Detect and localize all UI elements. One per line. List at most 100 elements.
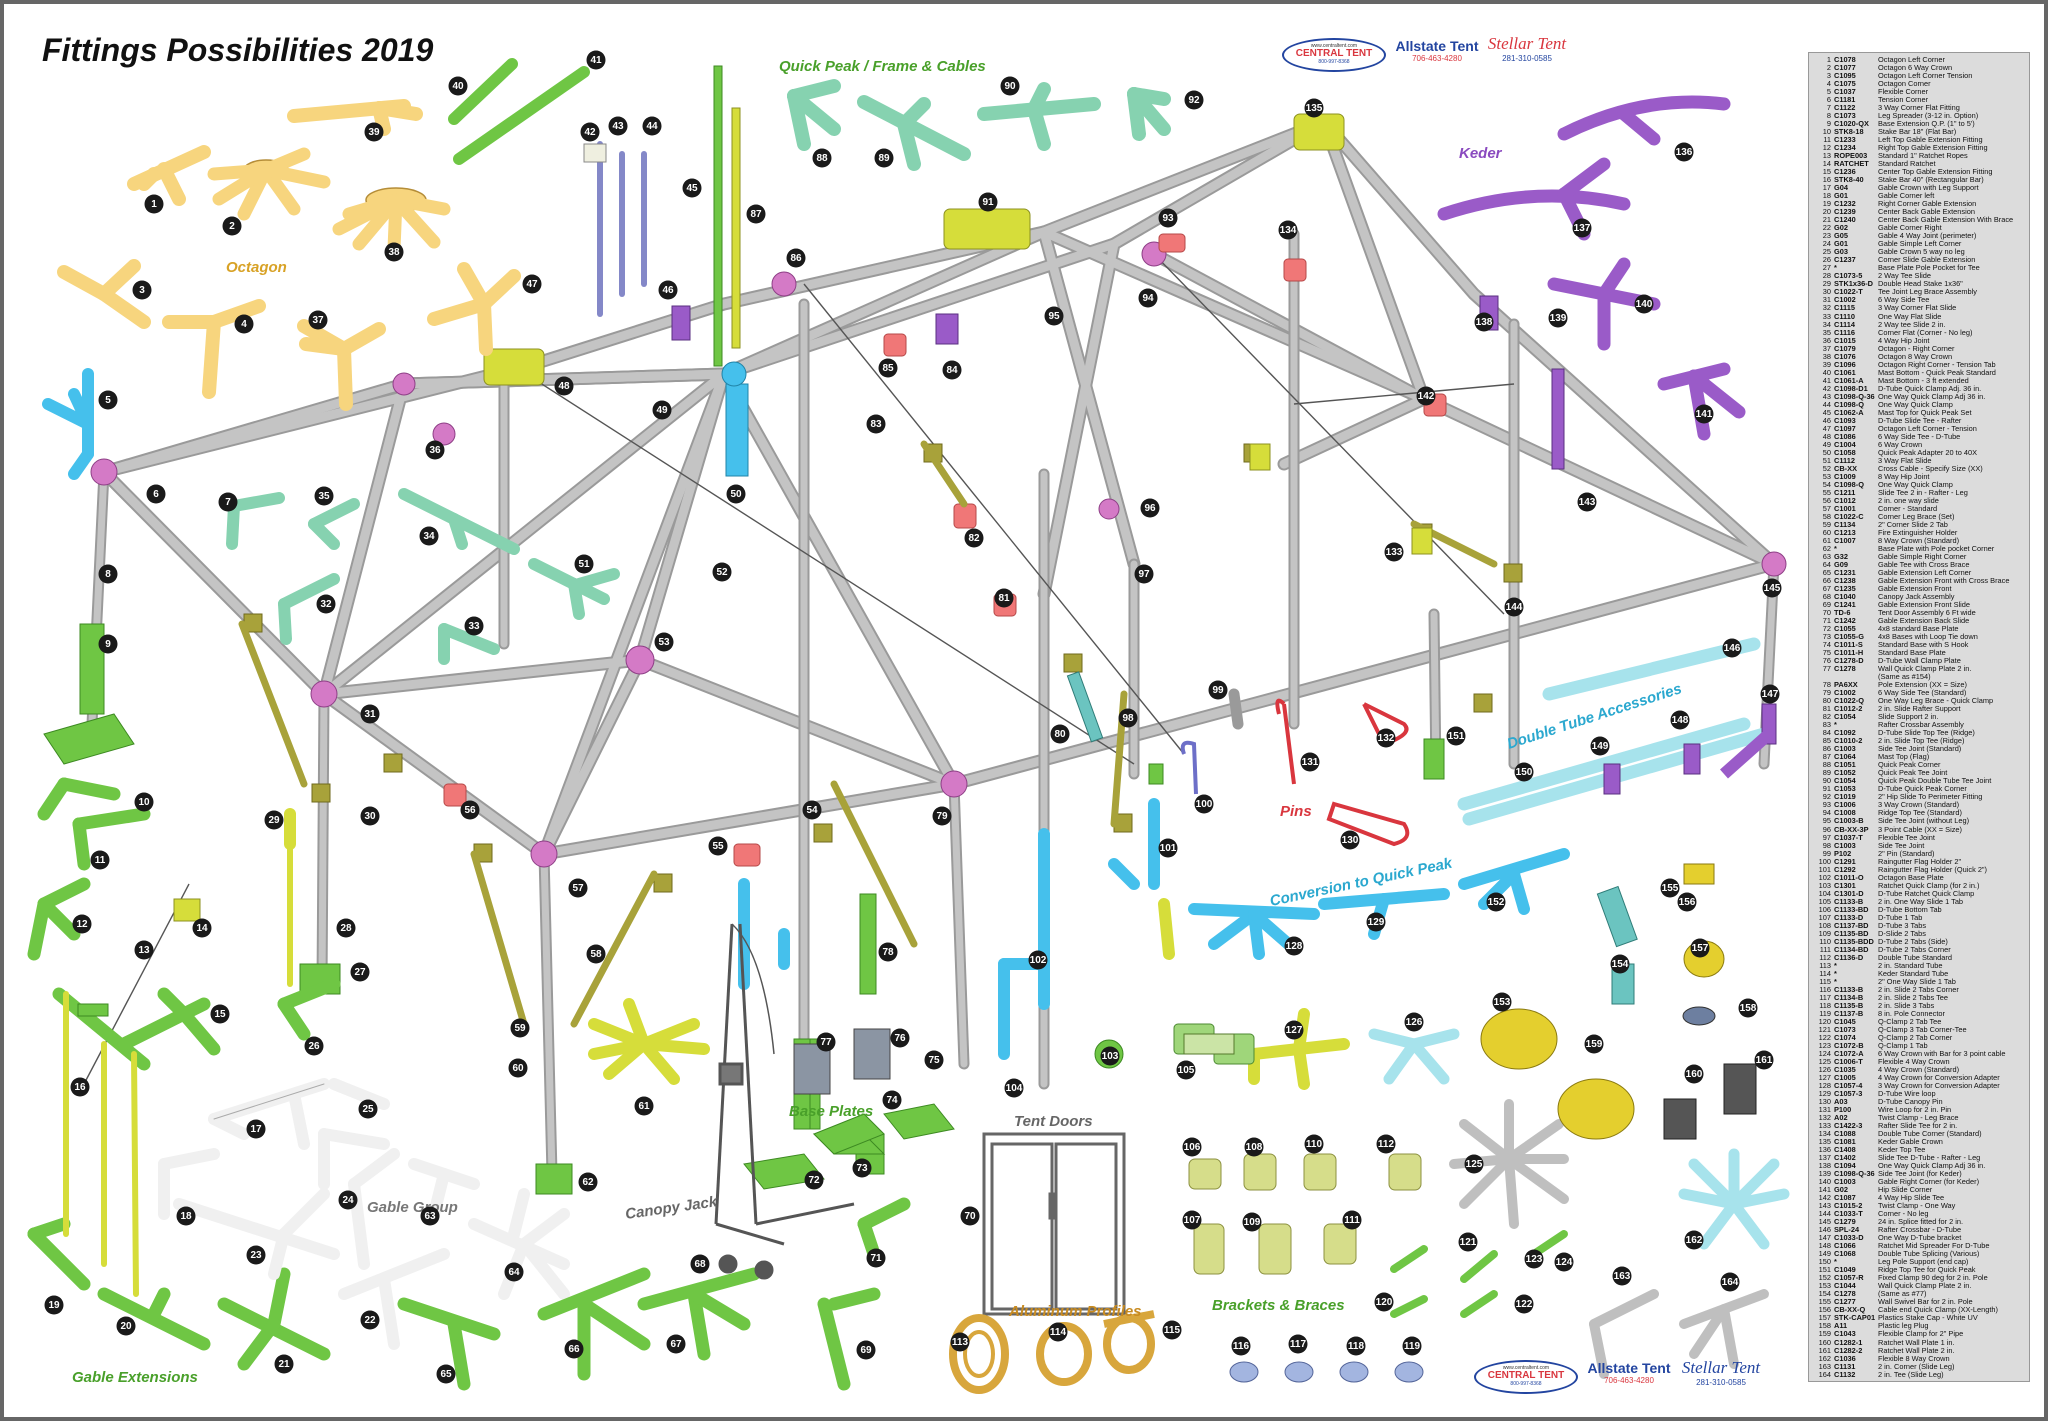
legend-description: Corner Flat (Corner - No leg): [1878, 328, 1973, 337]
legend-number: 47: [1822, 423, 1831, 433]
legend-number: 15: [1822, 167, 1831, 177]
part-badge-number: 116: [1233, 1341, 1250, 1352]
part-badge: 108: [1244, 1137, 1264, 1157]
stellar-tent-logo-bottom: Stellar Tent 281-310-0585: [1676, 1358, 1766, 1387]
part-badge-number: 56: [464, 805, 476, 816]
legend-number: 5: [1826, 87, 1831, 97]
legend-code: C1279: [1834, 1218, 1856, 1227]
legend-code: C1036: [1834, 1354, 1856, 1363]
stellar-tent-phone-bottom: 281-310-0585: [1696, 1378, 1746, 1387]
legend-description: D-Tube Ratchet Quick Clamp: [1878, 889, 1975, 898]
legend-description: Mast Bottom - 3 ft extended: [1878, 376, 1969, 385]
part-badge: 59: [510, 1018, 530, 1038]
part-badge-circle: [1612, 1266, 1632, 1286]
legend-code: C1402: [1834, 1154, 1856, 1163]
part-badge: 116: [1231, 1336, 1251, 1356]
legend-code: C1213: [1834, 528, 1856, 537]
part-badge-circle: [1304, 98, 1324, 118]
part-badge-number: 35: [318, 491, 330, 502]
part-badge: 123: [1524, 1249, 1544, 1269]
part-badge-circle: [222, 216, 242, 236]
legend-code: C1006: [1834, 801, 1856, 810]
legend-description: 4x8 Bases with Loop Tie down: [1878, 633, 1978, 642]
part-badge-number: 147: [1762, 689, 1779, 700]
part-badge: 19: [44, 1295, 64, 1315]
legend-description: Stake Bar 18" (Flat Bar): [1878, 128, 1957, 137]
legend-code: C1135-BDD: [1834, 937, 1874, 946]
part-badge-number: 151: [1448, 731, 1465, 742]
part-badge: 69: [856, 1340, 876, 1360]
part-badge: 88: [812, 148, 832, 168]
part-badge: 32: [316, 594, 336, 614]
part-badge-circle: [586, 944, 606, 964]
green-clamps: [1390, 1230, 1568, 1318]
legend-number: 3: [1826, 71, 1831, 81]
legend-number: 117: [1819, 992, 1831, 1002]
part-badge: 76: [890, 1028, 910, 1048]
part-badge-number: 163: [1614, 1271, 1631, 1282]
legend-description: Right Top Gable Extension Fitting: [1878, 144, 1988, 153]
legend-code: C1132: [1834, 1370, 1856, 1379]
part-badge-circle: [1572, 218, 1592, 238]
part-badge: 8: [98, 564, 118, 584]
legend-description: 2 Way Tee Slide: [1878, 272, 1931, 281]
legend-description: One Way Quick Clamp: [1878, 400, 1953, 409]
legend-number: 113: [1819, 960, 1831, 970]
legend-number: 22: [1822, 223, 1831, 233]
part-badge-circle: [1182, 1210, 1202, 1230]
part-badge: 2: [222, 216, 242, 236]
part-badge: 48: [554, 376, 574, 396]
legend-description: D-Tube Bottom Tab: [1878, 905, 1942, 914]
part-badge-number: 78: [882, 947, 894, 958]
legend-code: C1137-BD: [1834, 921, 1869, 930]
part-badge: 62: [578, 1172, 598, 1192]
quick-peak-fittings: [448, 58, 1171, 317]
part-badge-number: 102: [1030, 955, 1047, 966]
legend-description: Center Top Gable Extension Fitting: [1878, 168, 1993, 177]
legend-number: 34: [1822, 319, 1831, 329]
legend-number: 149: [1818, 1249, 1831, 1259]
legend-code: C1098-Q: [1834, 400, 1864, 409]
part-badge: 138: [1474, 312, 1494, 332]
part-badge: 71: [866, 1248, 886, 1268]
legend-number: 101: [1818, 864, 1831, 874]
legend-number: 97: [1822, 832, 1831, 842]
legend-code: C1136-D: [1834, 953, 1864, 962]
legend-number: 106: [1818, 904, 1831, 914]
legend-number: 73: [1822, 632, 1831, 642]
legend-code: C1015: [1834, 336, 1856, 345]
part-badge-number: 73: [856, 1163, 868, 1174]
left-column-fittings: [27, 368, 341, 1371]
part-badge-circle: [852, 1158, 872, 1178]
part-badge-number: 65: [440, 1369, 452, 1380]
part-badge-circle: [274, 1354, 294, 1374]
part-badge: 100: [1194, 794, 1214, 814]
legend-number: 157: [1818, 1313, 1831, 1323]
legend-description: Gable Extension Front: [1878, 585, 1952, 594]
part-badge-circle: [1464, 1154, 1484, 1174]
legend-description: D-Tube Slide Top Tee (Ridge): [1878, 729, 1975, 738]
part-badge-circle: [942, 360, 962, 380]
legend-description: D-Tube Canopy Pin: [1878, 1098, 1943, 1107]
legend-number: 88: [1822, 760, 1831, 770]
part-badge: 27: [350, 962, 370, 982]
legend-description: Ratchet Quick Clamp (for 2 in.): [1878, 881, 1980, 890]
part-badge-circle: [1000, 76, 1020, 96]
legend-description: One Way Leg Brace - Quick Clamp: [1878, 697, 1994, 706]
part-badge: 39: [364, 122, 384, 142]
part-badge: 114: [1048, 1322, 1068, 1342]
part-badge-circle: [72, 914, 92, 934]
legend-code: C1007: [1834, 536, 1856, 545]
legend-number: 27: [1822, 263, 1831, 273]
